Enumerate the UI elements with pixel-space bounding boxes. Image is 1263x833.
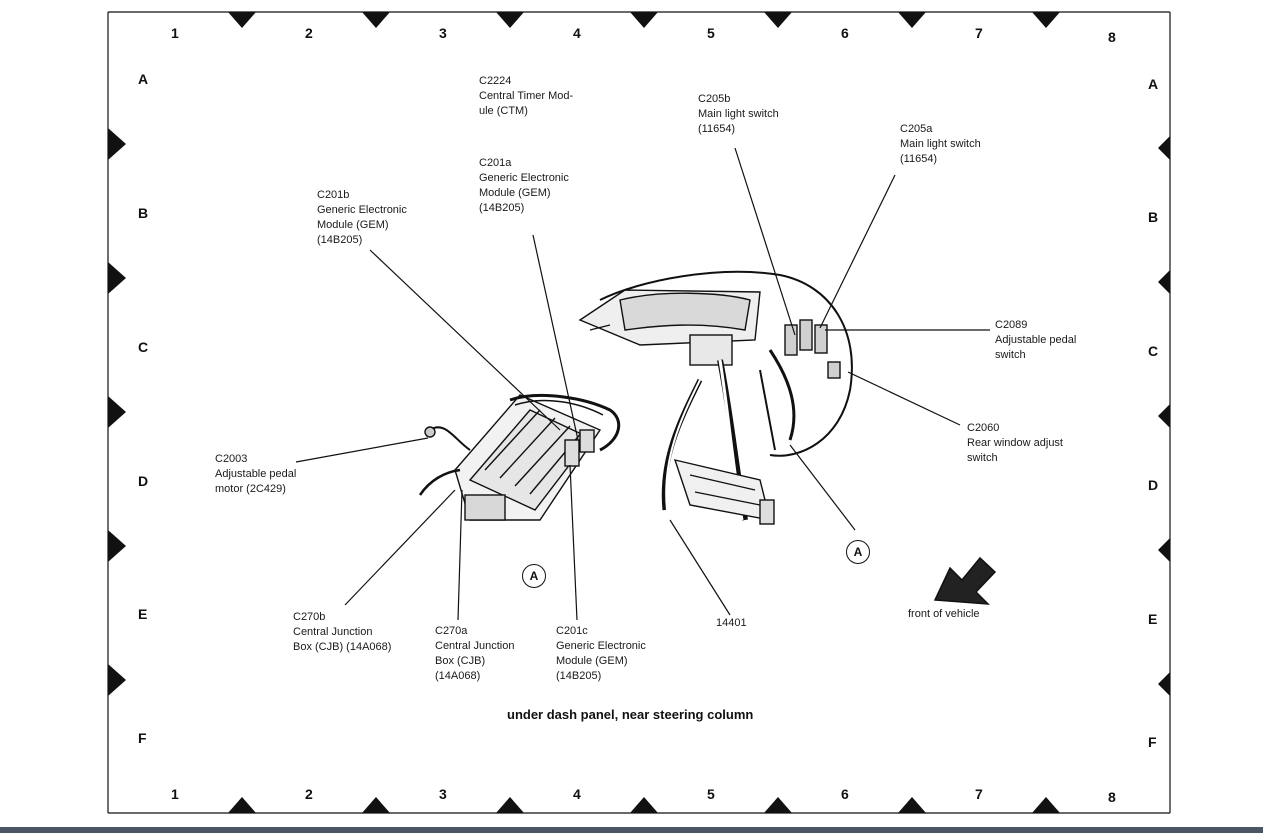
grid-row-label: E — [1148, 611, 1158, 627]
grid-row-label: A — [1148, 76, 1159, 92]
grid-column-label: 8 — [1108, 789, 1116, 805]
grid-row-label: C — [1148, 343, 1159, 359]
grid-row-label: C — [138, 339, 149, 355]
steering-column-assembly — [578, 270, 853, 525]
grid-row-label: E — [138, 606, 148, 622]
bottom-grid-markers — [228, 797, 1060, 813]
bottom-bar — [0, 827, 1263, 833]
grid-column-label: 7 — [975, 25, 983, 41]
grid-column-label: 2 — [305, 25, 313, 41]
grid-column-label: 1 — [171, 25, 179, 41]
front-arrow-icon — [933, 556, 997, 605]
grid-column-label: 6 — [841, 25, 849, 41]
top-grid-markers — [228, 12, 1060, 28]
right-grid-markers — [1158, 136, 1170, 696]
grid-row-label: D — [1148, 477, 1159, 493]
leader-lines — [295, 147, 990, 621]
grid-column-label: 3 — [439, 25, 447, 41]
grid-row-label: F — [1148, 734, 1157, 750]
grid-column-label: 2 — [305, 786, 313, 802]
grid-row-label: B — [1148, 209, 1159, 225]
grid-row-label: B — [138, 205, 149, 221]
grid-column-label: 4 — [573, 786, 581, 802]
diagram-caption: under dash panel, near steering column — [507, 707, 754, 722]
callout-a-right: A — [846, 540, 870, 564]
label-14401: 14401 — [716, 617, 747, 629]
label-front-of-vehicle: front of vehicle — [908, 608, 980, 620]
grid-column-label: 1 — [171, 786, 179, 802]
diagram-frame — [107, 11, 1171, 814]
grid-row-label: F — [138, 730, 147, 746]
grid-row-label: A — [138, 71, 149, 87]
grid-column-label: 5 — [707, 786, 715, 802]
grid-column-label: 8 — [1108, 29, 1116, 45]
grid-column-label: 7 — [975, 786, 983, 802]
grid-column-label: 4 — [573, 25, 581, 41]
callout-a-left: A — [522, 564, 546, 588]
grid-row-label: D — [138, 473, 149, 489]
grid-column-label: 5 — [707, 25, 715, 41]
grid-column-label: 6 — [841, 786, 849, 802]
left-grid-markers — [108, 128, 126, 696]
cjb-gem-assembly — [418, 394, 621, 521]
grid-column-label: 3 — [439, 786, 447, 802]
